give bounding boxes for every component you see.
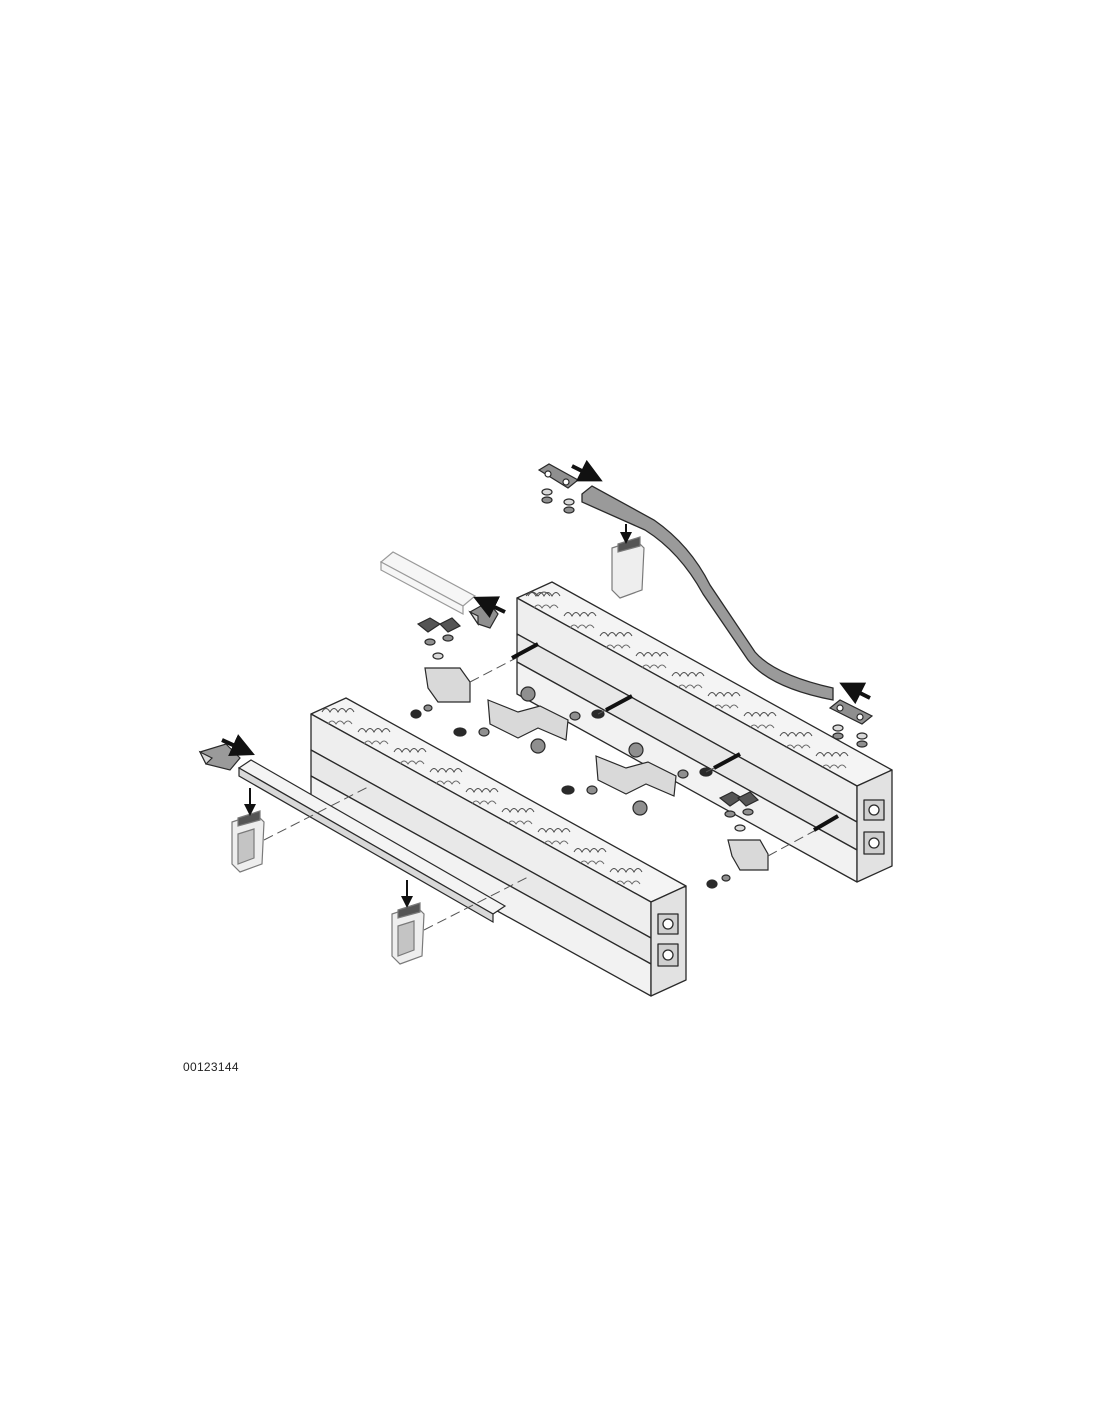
chain-link-inner xyxy=(785,744,811,749)
chain-link xyxy=(707,692,741,698)
chain-link-inner xyxy=(543,840,569,845)
chain-link-inner xyxy=(821,764,847,769)
chain-link xyxy=(573,848,607,854)
rail-clamp-right-arrow xyxy=(839,682,871,705)
chain-link xyxy=(563,612,597,618)
bracket-center-2 xyxy=(561,742,713,816)
front-chain-pattern xyxy=(321,708,643,885)
chain-link xyxy=(815,752,849,758)
rail-clamp-right xyxy=(828,699,874,748)
chain-link-inner xyxy=(569,624,595,629)
rail-end-cap-upper xyxy=(611,536,645,599)
chain-link-inner xyxy=(399,760,425,765)
chain-link-inner xyxy=(435,780,461,785)
chain-link xyxy=(393,748,427,754)
upper-guide-rail xyxy=(379,551,477,616)
drawing-number: 00123144 xyxy=(183,1060,239,1074)
chain-link xyxy=(609,868,643,874)
chain-link xyxy=(671,672,705,678)
chain-link-inner xyxy=(615,880,641,885)
chain-link-inner xyxy=(471,800,497,805)
chain-link-inner xyxy=(713,704,739,709)
curved-guide-rail xyxy=(581,485,834,701)
chain-link xyxy=(743,712,777,718)
rail-clamp-top xyxy=(537,463,580,514)
chain-link xyxy=(779,732,813,738)
chain-link xyxy=(321,708,355,714)
chain-link-inner xyxy=(507,820,533,825)
chain-link-inner xyxy=(533,604,559,609)
bracket-center-1 xyxy=(453,686,605,754)
insertion-arrows xyxy=(511,642,840,832)
chain-link-inner xyxy=(605,644,631,649)
chain-link-inner xyxy=(579,860,605,865)
chain-link xyxy=(357,728,391,734)
front-guide-rail xyxy=(237,759,507,924)
bracket-lower-right xyxy=(706,791,769,889)
bracket-upper-left xyxy=(410,617,471,719)
chain-link xyxy=(465,788,499,794)
chain-link-inner xyxy=(363,740,389,745)
chain-link xyxy=(429,768,463,774)
chain-link-inner xyxy=(641,664,667,669)
upper-guide-arrow xyxy=(473,596,506,618)
rail-clamp-top-arrow xyxy=(571,459,603,482)
chain-link-inner xyxy=(677,684,703,689)
chain-link xyxy=(527,592,561,598)
chain-link-inner xyxy=(749,724,775,729)
support-cap-left xyxy=(231,810,265,873)
rear-chain-pattern xyxy=(527,592,849,769)
chain-link xyxy=(635,652,669,658)
support-cap-center xyxy=(391,902,425,965)
front-guide-end-cap xyxy=(198,743,241,771)
chain-link xyxy=(599,632,633,638)
chain-link-inner xyxy=(327,720,353,725)
chain-link xyxy=(501,808,535,814)
front-guide-arrow xyxy=(221,734,255,756)
chain-link xyxy=(537,828,571,834)
